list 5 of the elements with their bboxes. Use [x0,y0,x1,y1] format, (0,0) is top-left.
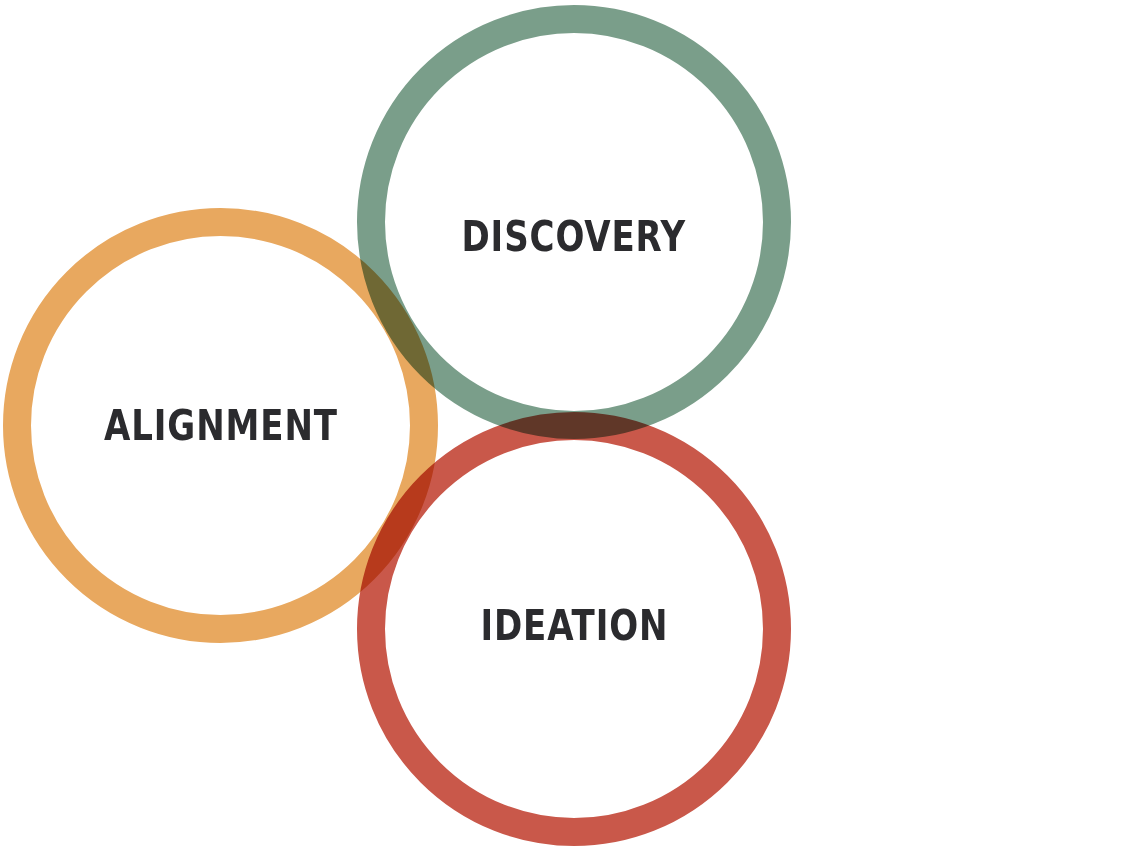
ring-label: DISCOVERY [461,211,687,261]
ring [3,208,438,643]
ring-label: IDEATION [480,600,668,650]
ring [357,412,791,846]
ring-label: ALIGNMENT [103,401,338,450]
